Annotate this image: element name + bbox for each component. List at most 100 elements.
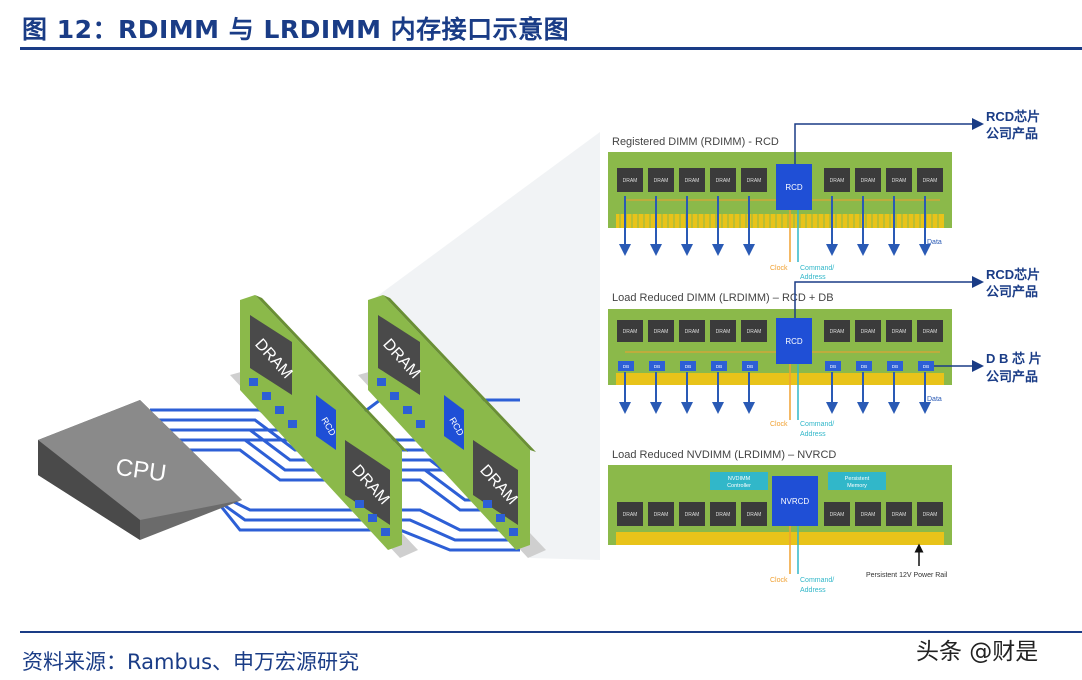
svg-text:DRAM: DRAM [654, 178, 669, 184]
rcd1-callout-1: RCD芯片 [986, 109, 1040, 124]
zoom-wedge [372, 132, 600, 560]
rcd1-callout-line [794, 118, 984, 164]
svg-text:DB: DB [830, 364, 836, 369]
nvdimm-command-label-2: Address [800, 587, 826, 594]
svg-text:DRAM: DRAM [892, 512, 907, 518]
rcd2-callout-1: RCD芯片 [986, 267, 1040, 282]
svg-text:DRAM: DRAM [923, 178, 938, 184]
nvdimm-section: Load Reduced NVDIMM (LRDIMM) – NVRCD NVD… [608, 449, 952, 594]
svg-text:DRAM: DRAM [685, 329, 700, 335]
nvdimm-pins [616, 532, 944, 545]
svg-text:DRAM: DRAM [892, 329, 907, 335]
rdimm-dram-chips [617, 168, 943, 192]
svg-text:DRAM: DRAM [861, 329, 876, 335]
nvdimm-persistent-label-2: Memory [847, 483, 867, 489]
lrdimm-dram-labels: DRAM DRAM DRAM DRAM DRAM DRAM DRAM DRAM … [623, 329, 938, 335]
rdimm-heading: Registered DIMM (RDIMM) - RCD [612, 136, 779, 148]
svg-text:DRAM: DRAM [923, 512, 938, 518]
svg-text:DRAM: DRAM [892, 178, 907, 184]
svg-text:DRAM: DRAM [654, 512, 669, 518]
svg-text:DRAM: DRAM [716, 512, 731, 518]
svg-text:DRAM: DRAM [685, 512, 700, 518]
lrdimm-heading: Load Reduced DIMM (LRDIMM) – RCD + DB [612, 292, 834, 304]
nvdimm-dram-labels: DRAM DRAM DRAM DRAM DRAM DRAM DRAM DRAM … [623, 512, 938, 518]
module1-db-row [249, 378, 390, 536]
rdimm-clock-label: Clock [770, 265, 788, 272]
svg-text:DRAM: DRAM [747, 329, 762, 335]
rdimm-data-label: Data [927, 239, 942, 246]
lrdimm-db-labels: DB DB DB DB DB DB DB DB DB [623, 364, 929, 369]
rdimm-dram-labels: DRAM DRAM DRAM DRAM DRAM DRAM DRAM DRAM … [623, 178, 938, 184]
svg-text:DRAM: DRAM [623, 329, 638, 335]
nvdimm-clock-label: Clock [770, 577, 788, 584]
svg-text:DRAM: DRAM [623, 178, 638, 184]
svg-text:DB: DB [716, 364, 722, 369]
svg-text:DRAM: DRAM [654, 329, 669, 335]
callouts: RCD芯片 公司产品 RCD芯片 公司产品 D B 芯 片 公司产品 [794, 109, 1042, 384]
svg-text:DRAM: DRAM [830, 329, 845, 335]
power-rail-label: Persistent 12V Power Rail [866, 572, 948, 579]
svg-text:DRAM: DRAM [623, 512, 638, 518]
svg-text:DRAM: DRAM [716, 178, 731, 184]
nvdimm-controller-label-1: NVDIMM [728, 476, 751, 482]
title-rule [20, 47, 1082, 50]
nvdimm-nvrcd-chip [772, 476, 818, 526]
footer-rule [20, 631, 1082, 633]
nvdimm-controller-label-2: Controller [727, 483, 751, 489]
svg-text:DRAM: DRAM [861, 178, 876, 184]
lrdimm-rcd-chip [776, 318, 812, 364]
rdimm-rcd-chip [776, 164, 812, 210]
lrdimm-rcd-label: RCD [785, 337, 803, 346]
nvdimm-nvrcd-label: NVRCD [781, 497, 810, 506]
db-callout-1: D B 芯 片 [986, 351, 1042, 366]
watermark: 头条 @财是 [916, 639, 1039, 665]
nvdimm-persistent-label-1: Persistent [845, 476, 870, 482]
left-figure: CPU DRAM RCD DRAM [38, 295, 546, 558]
svg-text:DB: DB [861, 364, 867, 369]
nvdimm-persistent-chip [828, 472, 886, 490]
cpu-chip: CPU [38, 400, 242, 540]
rdimm-data-arrows [619, 196, 931, 256]
svg-text:DB: DB [923, 364, 929, 369]
svg-text:DB: DB [747, 364, 753, 369]
svg-text:DB: DB [623, 364, 629, 369]
lrdimm-db-chips [618, 361, 934, 371]
svg-text:DRAM: DRAM [861, 512, 876, 518]
dimm-module-1: DRAM RCD DRAM [240, 295, 408, 550]
rcd1-callout-2: 公司产品 [986, 126, 1038, 141]
lrdimm-section: Load Reduced DIMM (LRDIMM) – RCD + DB DR… [608, 292, 952, 438]
nvdimm-command-label-1: Command/ [800, 577, 834, 584]
rdimm-command-label-1: Command/ [800, 265, 834, 272]
lrdimm-dram-chips [617, 320, 943, 342]
lrdimm-data-arrows [619, 372, 931, 414]
svg-text:DRAM: DRAM [685, 178, 700, 184]
rcd2-callout-2: 公司产品 [986, 284, 1038, 299]
svg-text:DB: DB [892, 364, 898, 369]
dimm-module-2: DRAM RCD DRAM [368, 295, 536, 550]
rdimm-section: Registered DIMM (RDIMM) - RCD DRAM DRAM [608, 136, 952, 281]
lrdimm-command-label-1: Command/ [800, 421, 834, 428]
figure-title: 图 12：RDIMM 与 LRDIMM 内存接口示意图 [22, 15, 570, 44]
db-callout-2: 公司产品 [986, 369, 1038, 384]
svg-text:DRAM: DRAM [747, 512, 762, 518]
svg-text:DRAM: DRAM [830, 512, 845, 518]
lrdimm-data-label: Data [927, 396, 942, 403]
rdimm-rcd-label: RCD [785, 183, 803, 192]
svg-text:DRAM: DRAM [747, 178, 762, 184]
svg-text:DRAM: DRAM [716, 329, 731, 335]
svg-text:DRAM: DRAM [923, 329, 938, 335]
module2-db-row [377, 378, 518, 536]
svg-text:DB: DB [685, 364, 691, 369]
rcd2-callout-line [794, 276, 984, 318]
nvdimm-controller-chip [710, 472, 768, 490]
right-panel: Registered DIMM (RDIMM) - RCD DRAM DRAM [608, 109, 1042, 594]
nvdimm-dram-chips [617, 502, 943, 526]
svg-text:DB: DB [654, 364, 660, 369]
nvdimm-heading: Load Reduced NVDIMM (LRDIMM) – NVRCD [612, 449, 836, 461]
lrdimm-clock-label: Clock [770, 421, 788, 428]
lrdimm-command-label-2: Address [800, 431, 826, 438]
source-note: 资料来源：Rambus、申万宏源研究 [22, 650, 360, 674]
svg-text:DRAM: DRAM [830, 178, 845, 184]
rdimm-command-label-2: Address [800, 274, 826, 281]
